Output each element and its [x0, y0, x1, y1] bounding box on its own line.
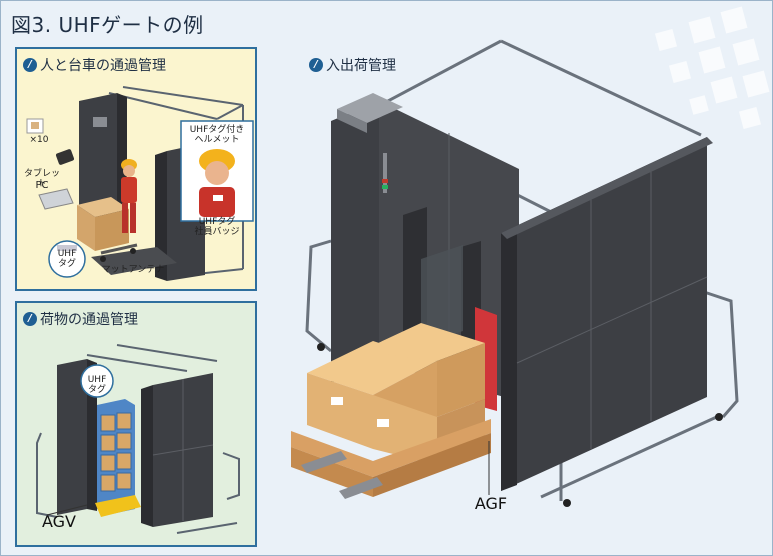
agf-label: AGF	[469, 499, 513, 509]
main-heading-text: 入出荷管理	[326, 55, 396, 75]
tag-icon: /	[309, 58, 323, 72]
main-heading: / 入出荷管理	[309, 55, 396, 75]
